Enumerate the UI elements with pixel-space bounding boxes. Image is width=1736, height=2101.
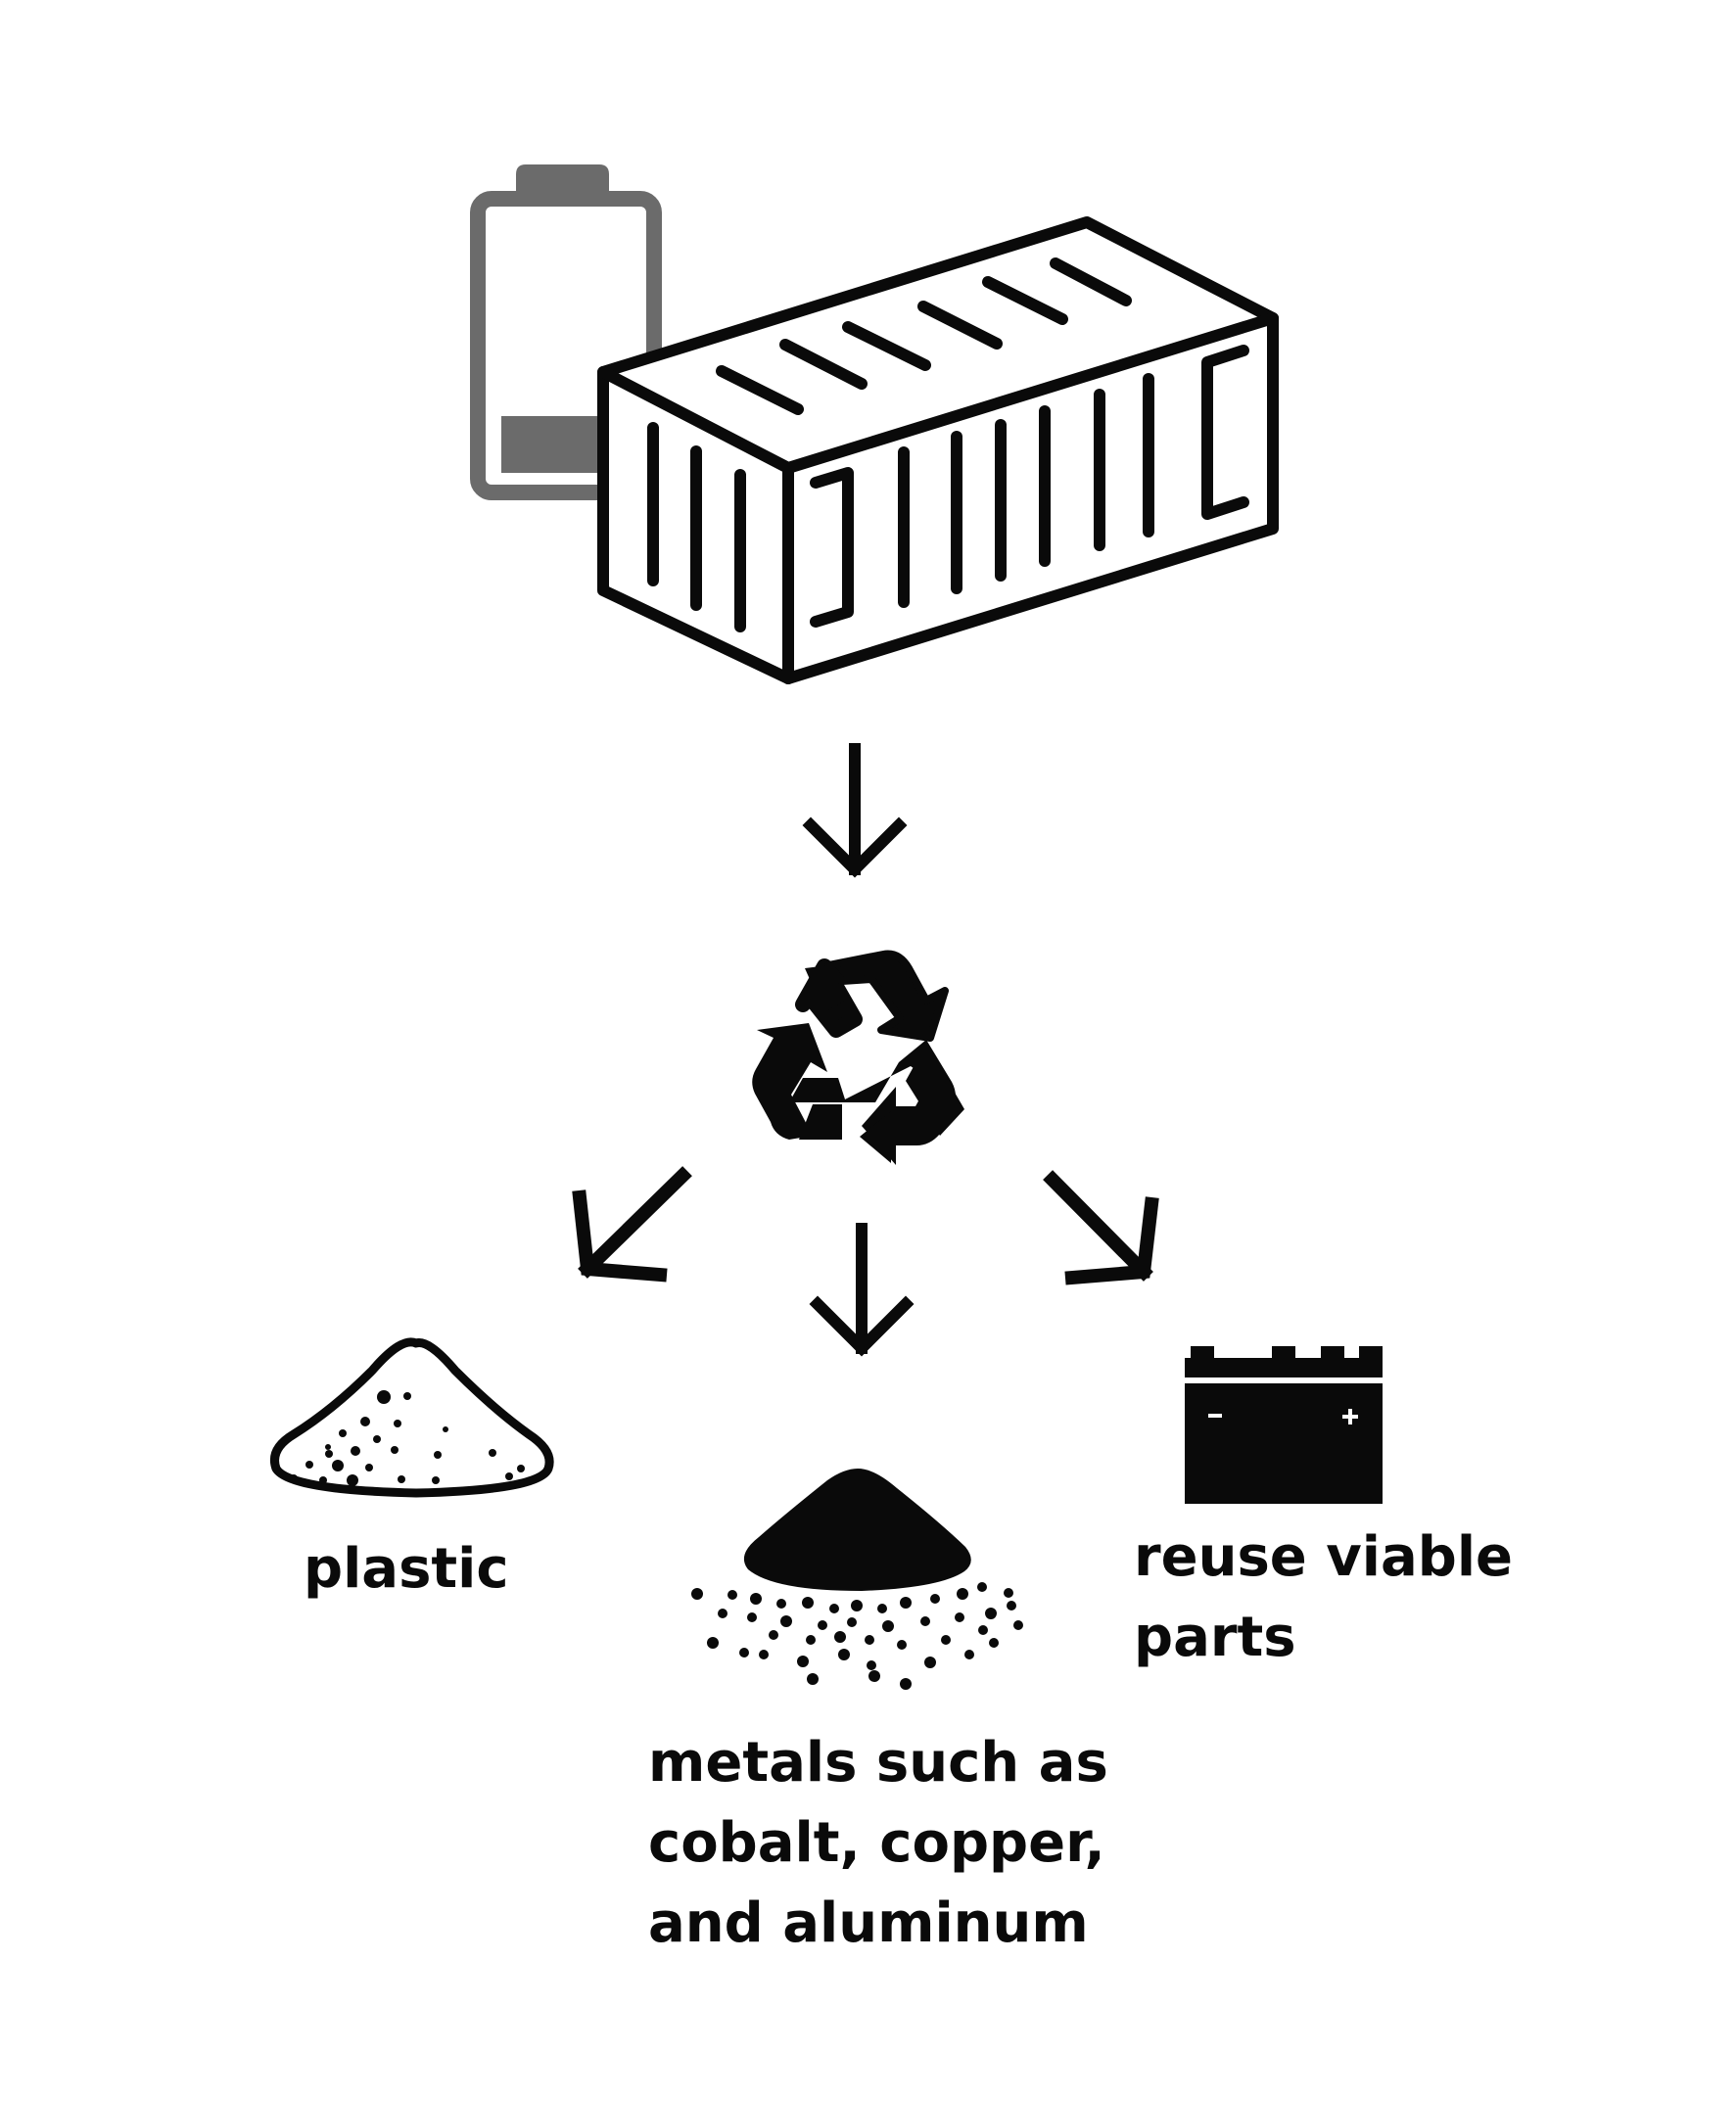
shipping-container-icon bbox=[597, 216, 1279, 684]
container-roof-ribs bbox=[716, 257, 1132, 415]
recycle-arrow bbox=[752, 965, 848, 1140]
metal-pile-mound bbox=[743, 1469, 971, 1591]
label-line: reuse viable bbox=[1134, 1525, 1514, 1589]
label-plastic: plastic bbox=[304, 1529, 509, 1610]
pile-outline bbox=[270, 1337, 554, 1498]
plus-sign-v bbox=[1348, 1409, 1352, 1424]
container-body bbox=[597, 216, 1279, 684]
arrow-down-right-icon bbox=[1043, 1170, 1159, 1285]
battery-top bbox=[1185, 1358, 1383, 1377]
minus-sign bbox=[1208, 1414, 1222, 1418]
metal-pile-grains bbox=[691, 1582, 1023, 1690]
label-line: metals such as bbox=[648, 1731, 1108, 1795]
container-door-bars bbox=[647, 422, 746, 632]
label-line: parts bbox=[1134, 1606, 1296, 1669]
label-line: plastic bbox=[304, 1537, 509, 1601]
label-reuse-parts: reuse viable parts bbox=[1134, 1517, 1513, 1678]
metal-powder-pile-icon bbox=[691, 1469, 1023, 1690]
arrow-down-icon bbox=[809, 1223, 915, 1357]
powder-pile-icon bbox=[270, 1337, 554, 1498]
label-line: cobalt, copper, bbox=[648, 1811, 1105, 1875]
arrow-down-left-icon bbox=[572, 1166, 692, 1283]
label-metals: metals such as cobalt, copper, and alumi… bbox=[648, 1723, 1108, 1964]
battery-body bbox=[470, 191, 662, 500]
battery-terminal bbox=[516, 164, 609, 191]
car-battery-icon bbox=[1185, 1346, 1383, 1504]
arrow-down-icon bbox=[802, 743, 908, 878]
recycle-icon bbox=[752, 950, 964, 1165]
pile-specks bbox=[290, 1390, 525, 1486]
label-line: and aluminum bbox=[648, 1891, 1089, 1955]
container-side-ribs bbox=[810, 345, 1249, 628]
battery-body bbox=[1185, 1383, 1383, 1504]
recycle-arrow bbox=[839, 1040, 964, 1165]
